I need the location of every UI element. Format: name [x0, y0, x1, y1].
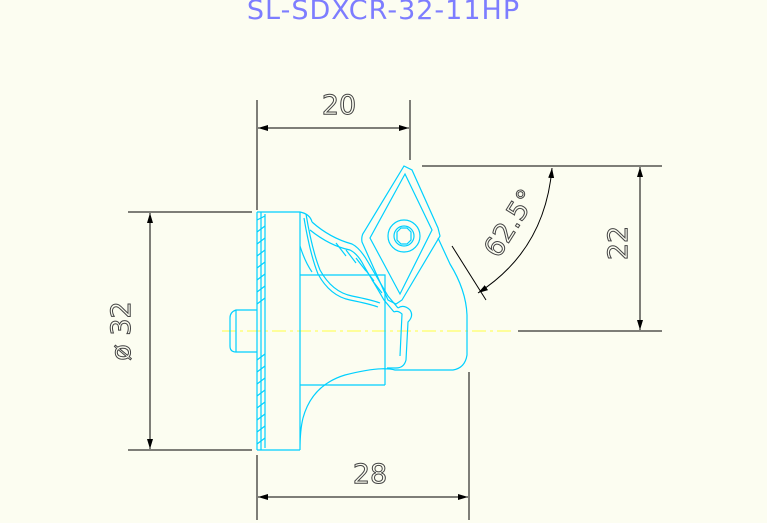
dimension-lines — [128, 100, 662, 520]
dim-diameter-label: ø 32 — [106, 301, 137, 360]
dim-length-bottom-label: 28 — [353, 459, 387, 490]
dim-height-label: 22 — [603, 226, 634, 260]
dim-width-top-label: 20 — [322, 90, 356, 121]
drawing-title: SL-SDXCR-32-11HP — [246, 0, 521, 26]
part-outline — [229, 165, 468, 451]
dim-angle-label: 62.5° — [478, 184, 543, 263]
